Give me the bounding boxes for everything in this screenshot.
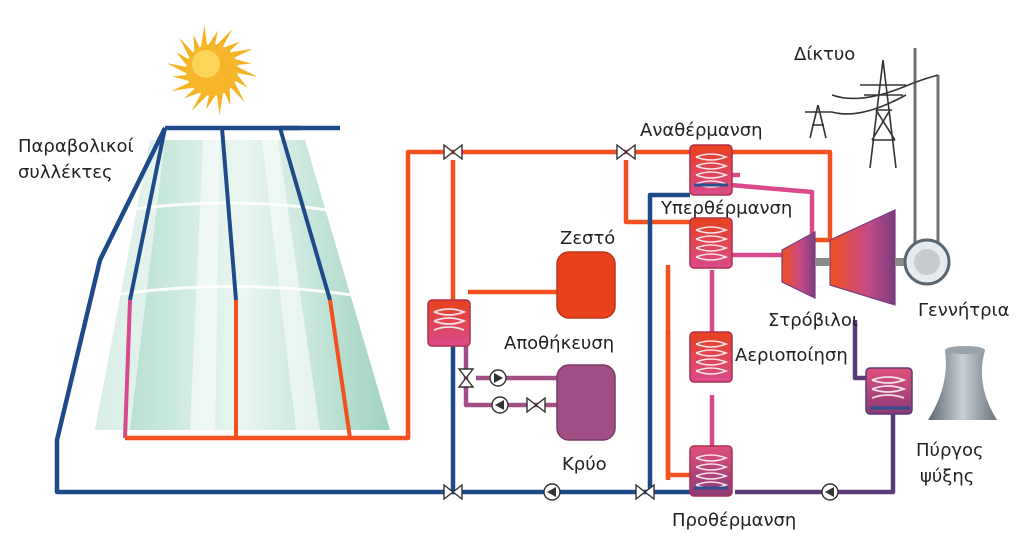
cooling-tower-label-line1: Πύργος <box>916 440 984 461</box>
pump-icon <box>821 483 839 501</box>
heat-exchanger-icon <box>689 144 733 497</box>
valve-icon <box>616 143 636 161</box>
turbine-icon <box>781 209 909 306</box>
pump-icon <box>489 369 507 387</box>
valve-icon <box>443 143 463 161</box>
valve-icon <box>457 368 475 388</box>
storage-heat-exchanger-icon <box>427 299 471 347</box>
storage-label: Αποθήκευση <box>504 333 615 354</box>
reheat-label: Αναθέρμανση <box>640 120 763 141</box>
grid-label: Δίκτυο <box>794 44 856 65</box>
condenser-heat-exchanger-icon <box>865 367 913 415</box>
parabolic-collectors <box>95 127 390 439</box>
collectors-label-line2: συλλέκτες <box>18 162 113 183</box>
superheat-label: Υπερθέρμανση <box>661 198 793 219</box>
evaporation-label: Αεριοποίηση <box>735 345 848 366</box>
cold-tank <box>556 364 616 441</box>
preheat-label: Προθέρμανση <box>672 510 797 531</box>
cooling-tower-label-line2: ψύξης <box>920 466 975 487</box>
cold-tank-label: Κρύο <box>562 454 607 475</box>
hot-tank <box>556 251 616 319</box>
collectors-label-line1: Παραβολικοί <box>18 136 134 157</box>
valve-icon <box>635 483 655 501</box>
pump-icon <box>543 483 561 501</box>
hot-tank-label: Ζεστό <box>560 228 616 249</box>
valve-icon <box>526 396 546 414</box>
pump-icon <box>491 396 509 414</box>
turbines-label: Στρόβιλοι <box>768 310 858 331</box>
cooling-tower-icon <box>928 346 997 420</box>
generator-label: Γεννήτρια <box>918 300 1010 321</box>
power-pylon-icon <box>805 59 939 169</box>
valve-icon <box>443 483 463 501</box>
generator-icon <box>903 238 951 286</box>
sun-icon <box>166 24 258 116</box>
